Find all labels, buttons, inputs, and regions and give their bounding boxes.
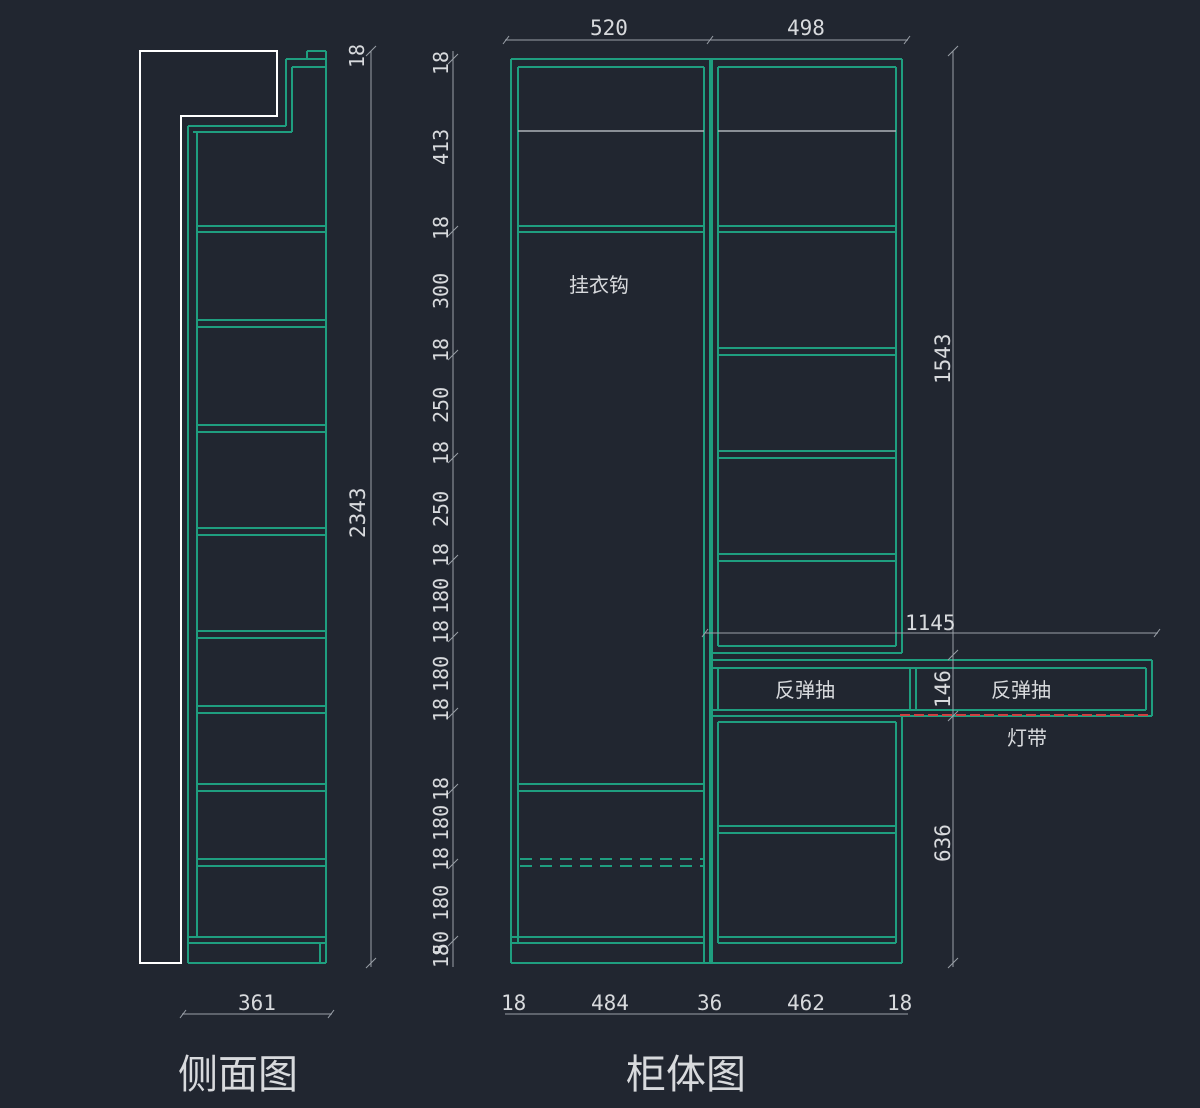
top-dim-left: 520 [590,16,628,40]
left-dim-3: 18 [429,216,453,240]
drawer-right-label: 反弹抽 [991,678,1051,702]
side-width-dim: 361 [238,991,276,1015]
left-dim-5: 18 [429,338,453,362]
bottom-dim-4: 462 [787,991,825,1015]
left-dim-12: 180 [429,656,453,692]
side-cabinet-lines [187,50,327,964]
side-height-dim: 2343 [346,487,370,538]
left-dim-14: 18 [429,777,453,801]
left-dim-9: 18 [429,543,453,567]
drawer-left-label: 反弹抽 [775,678,835,702]
bottom-dim-5: 18 [887,991,912,1015]
left-dim-2: 413 [429,129,453,165]
left-dim-11: 18 [429,620,453,644]
hanger-label: 挂衣钩 [569,273,629,297]
bottom-dim-2: 484 [591,991,629,1015]
left-dim-19: 18 [429,944,453,968]
right-dim-drawer: 146 [931,670,955,708]
left-dim-17: 180 [429,885,453,921]
cabinet-view-title: 柜体图 [626,1052,746,1098]
left-dim-4: 300 [429,273,453,309]
left-dim-15: 180 [429,805,453,841]
left-dim-10: 180 [429,578,453,614]
cabinet-dim-lines [452,35,1161,1015]
bottom-dim-1: 18 [501,991,526,1015]
right-dim-lower: 636 [931,824,955,862]
side-view-title: 侧面图 [178,1052,298,1098]
left-dim-6: 250 [429,387,453,423]
left-dim-1: 18 [429,51,453,75]
side-view [139,45,377,1019]
cabinet-view [510,58,1153,964]
light-strip-label: 灯带 [1007,726,1047,750]
left-dim-13: 18 [429,698,453,722]
extension-width-dim: 1145 [905,611,956,635]
left-dim-ticks [447,53,459,947]
left-dim-8: 250 [429,491,453,527]
side-top-dim: 18 [345,44,369,68]
bottom-dim-3: 36 [697,991,722,1015]
left-dim-7: 18 [429,441,453,465]
left-dim-16: 18 [429,847,453,871]
top-dim-right: 498 [787,16,825,40]
wall-outline [139,50,278,964]
left-dim-18: 50 [429,931,453,955]
side-dim-lines [179,45,377,1019]
right-dim-upper: 1543 [931,333,955,384]
